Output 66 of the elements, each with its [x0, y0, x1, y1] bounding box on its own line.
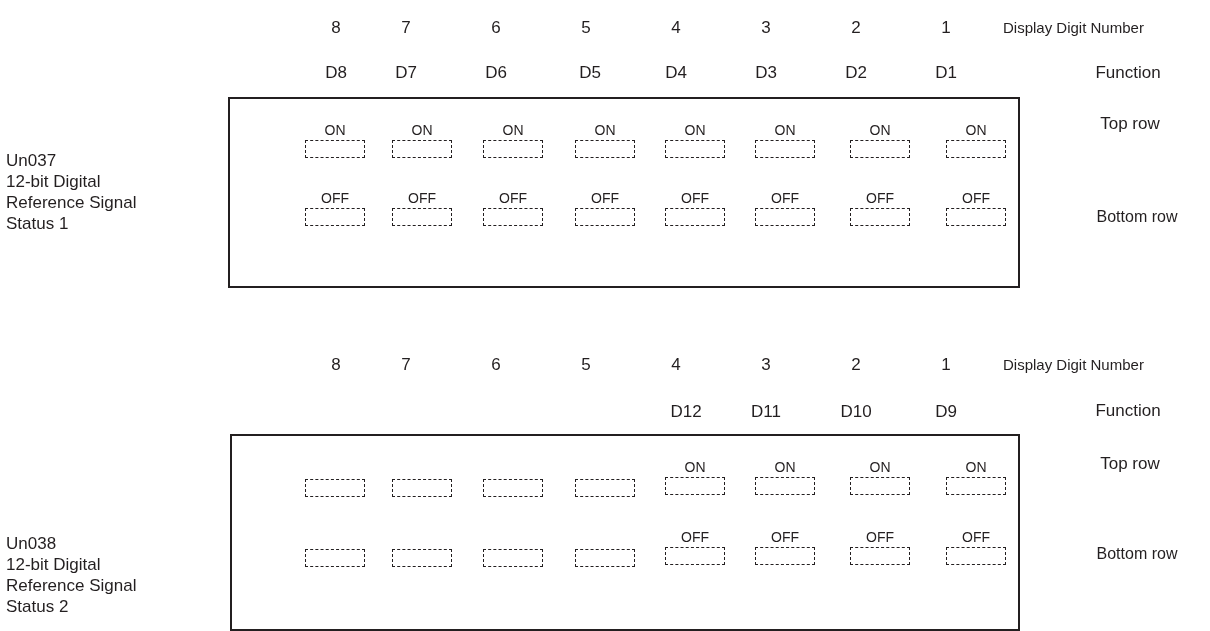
text-label: D3	[755, 61, 777, 83]
text-label: 3	[761, 353, 771, 375]
text-label: D7	[395, 61, 417, 83]
text-label: 12-bit Digital Reference Signal Status 1	[6, 170, 138, 234]
text-label: 12-bit Digital Reference Signal Status 2	[6, 553, 138, 617]
text-label: 7	[401, 16, 411, 38]
state-label: ON	[594, 122, 616, 138]
text-label: 6	[491, 16, 501, 38]
text-label: D10	[840, 400, 872, 422]
text-label: 3	[761, 16, 771, 38]
text-label: 6	[491, 353, 501, 375]
state-label: ON	[324, 122, 346, 138]
text-label: D6	[485, 61, 507, 83]
state-label: OFF	[681, 190, 709, 206]
state-label: OFF	[962, 529, 990, 545]
state-label: OFF	[591, 190, 619, 206]
text-label: Function	[1095, 61, 1161, 83]
state-label: OFF	[499, 190, 527, 206]
text-label: D1	[935, 61, 957, 83]
text-label: D4	[665, 61, 687, 83]
text-label: 1	[941, 353, 951, 375]
text-label: 7	[401, 353, 411, 375]
state-label: ON	[965, 459, 987, 475]
state-label: ON	[502, 122, 524, 138]
state-label: OFF	[962, 190, 990, 206]
text-label: 5	[581, 353, 591, 375]
state-label: ON	[774, 122, 796, 138]
text-label: D8	[325, 61, 347, 83]
text-label: Bottom row	[1096, 543, 1178, 564]
text-label: Un038	[6, 532, 57, 554]
text-label: Bottom row	[1096, 206, 1178, 227]
state-label: OFF	[681, 529, 709, 545]
text-label: Display Digit Number	[1003, 354, 1144, 375]
state-label: ON	[411, 122, 433, 138]
text-label: 8	[331, 353, 341, 375]
text-label: Function	[1095, 399, 1161, 421]
text-label: 4	[671, 16, 681, 38]
text-label: D12	[670, 400, 702, 422]
text-label: 2	[851, 353, 861, 375]
state-label: ON	[869, 122, 891, 138]
text-label: Un037	[6, 149, 57, 171]
text-label: 5	[581, 16, 591, 38]
text-label: Display Digit Number	[1003, 17, 1144, 38]
state-label: OFF	[321, 190, 349, 206]
state-label: OFF	[771, 190, 799, 206]
text-label: Top row	[1100, 452, 1160, 474]
state-label: ON	[684, 459, 706, 475]
text-label: Top row	[1100, 112, 1160, 134]
text-label: D5	[579, 61, 601, 83]
display-panel	[228, 97, 1020, 288]
text-label: D2	[845, 61, 867, 83]
state-label: ON	[965, 122, 987, 138]
text-label: 1	[941, 16, 951, 38]
text-label: 8	[331, 16, 341, 38]
text-label: 2	[851, 16, 861, 38]
text-label: 4	[671, 353, 681, 375]
text-label: D9	[935, 400, 957, 422]
state-label: OFF	[771, 529, 799, 545]
state-label: OFF	[866, 529, 894, 545]
state-label: ON	[774, 459, 796, 475]
state-label: OFF	[866, 190, 894, 206]
state-label: OFF	[408, 190, 436, 206]
display-panel	[230, 434, 1020, 631]
text-label: D11	[751, 400, 781, 422]
state-label: ON	[684, 122, 706, 138]
state-label: ON	[869, 459, 891, 475]
